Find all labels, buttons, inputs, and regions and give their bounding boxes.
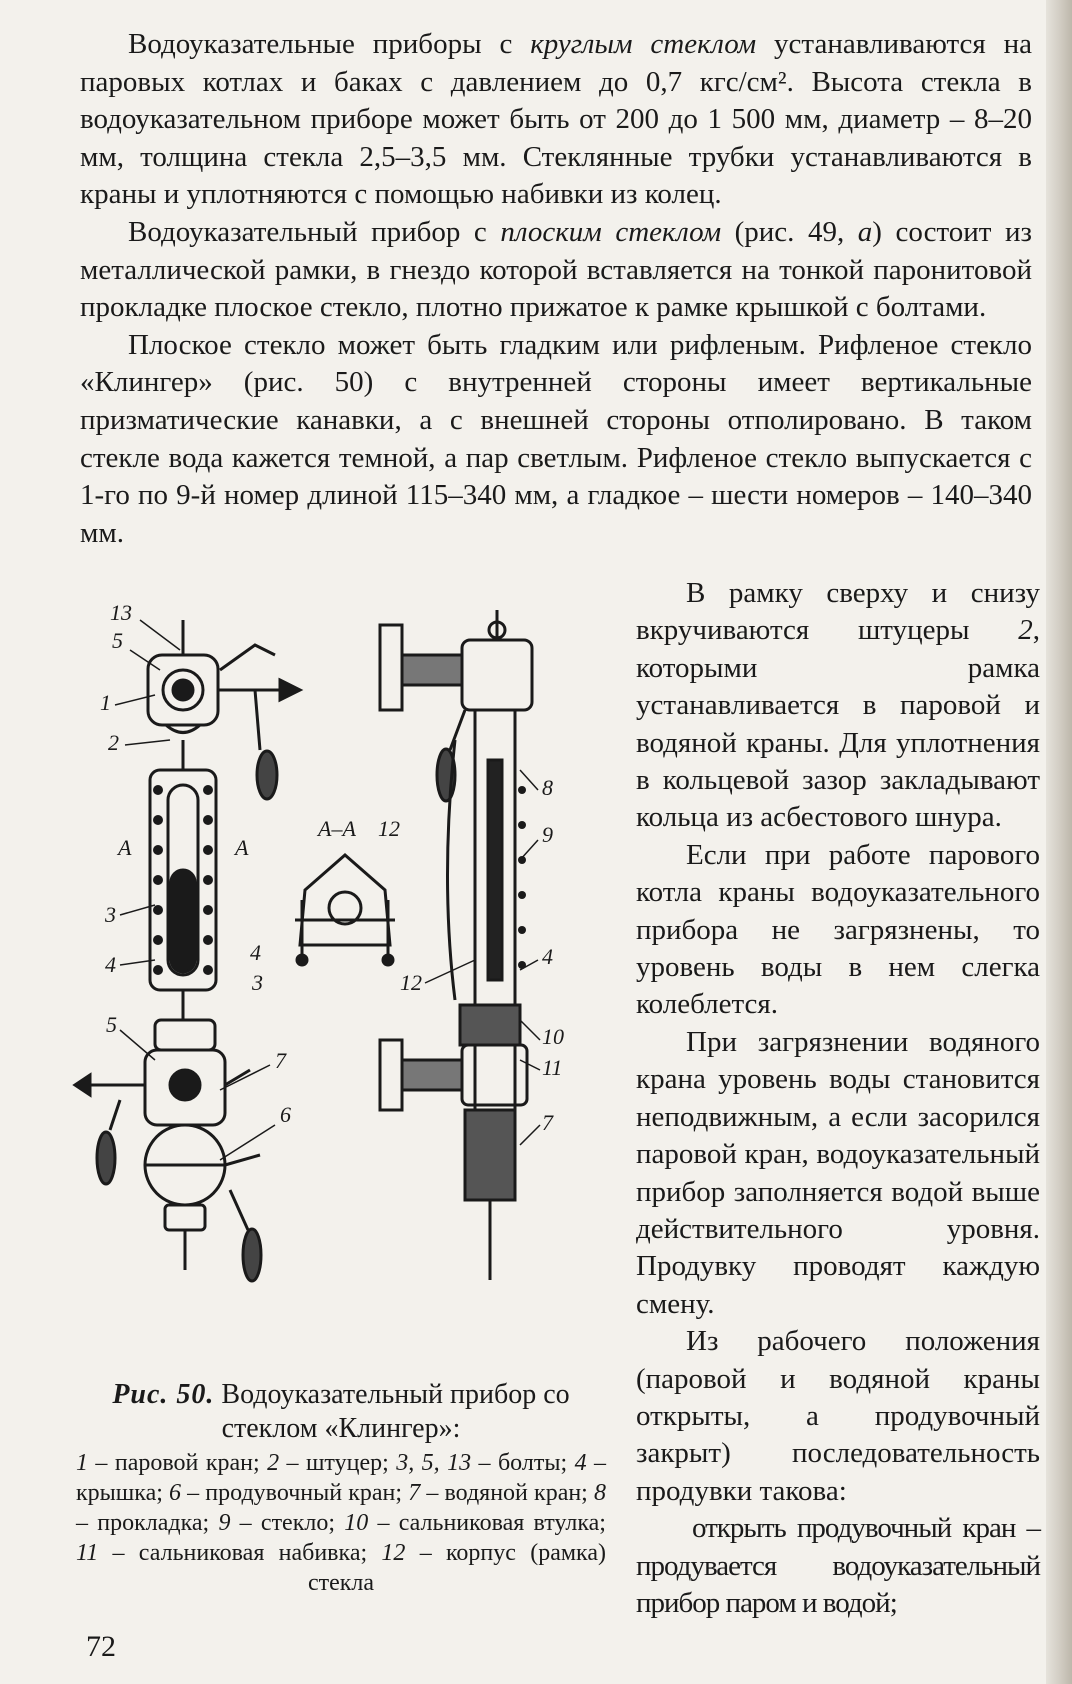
callout-4: 4 xyxy=(105,952,116,977)
gauge-front-view xyxy=(72,620,304,1283)
body-text-right-column: В рамку сверху и снизу вкручиваются штуц… xyxy=(636,575,1041,1622)
callout-section-12: 12 xyxy=(378,816,400,841)
callout-5-top: 5 xyxy=(112,628,123,653)
callout-12: 12 xyxy=(400,970,422,995)
paragraph-blowdown-sequence: Из рабочего положения (паровой и водяной… xyxy=(636,1325,1040,1507)
klinger-gauge-figure: 13 5 1 2 А А 3 4 5 7 6 А–А 12 4 3 8 9 4 … xyxy=(72,600,564,1283)
callout-13: 13 xyxy=(110,600,132,625)
callout-7-left: 7 xyxy=(275,1048,287,1073)
callout-2: 2 xyxy=(108,730,119,755)
paragraph-fittings: В рамку сверху и снизу вкручиваются штуц… xyxy=(636,577,1040,834)
callout-A-left: А xyxy=(116,835,132,860)
callout-10: 10 xyxy=(542,1024,564,1049)
callout-6: 6 xyxy=(280,1102,291,1127)
caption-legend: 1 – паровой кран; 2 – штуцер; 3, 5, 13 –… xyxy=(76,1450,606,1596)
paragraph-level-fluctuates: Если при работе парового котла краны вод… xyxy=(636,838,1040,1021)
gauge-side-section xyxy=(378,610,534,1280)
callout-A-right: А xyxy=(233,835,249,860)
callout-1: 1 xyxy=(100,690,111,715)
paragraph-contamination: При загрязнении водяного крана уровень в… xyxy=(636,1025,1040,1320)
callout-7-right: 7 xyxy=(542,1110,554,1135)
callout-8: 8 xyxy=(542,775,553,800)
callout-3: 3 xyxy=(104,902,116,927)
paragraph-klinger-glass: Плоское стекло может быть гладким или ри… xyxy=(80,328,1032,549)
caption-heading: Водоуказательный прибор со стеклом «Клин… xyxy=(221,1379,570,1444)
page-edge xyxy=(1046,0,1072,1684)
section-label: А–А xyxy=(316,816,356,841)
paragraph-blowdown-step: открыть продувочный кран – продувается в… xyxy=(636,1512,1041,1619)
caption-title: Рис. 50. Водоуказательный прибор со стек… xyxy=(76,1378,606,1446)
body-text-top: Водоуказательные приборы с круглым стекл… xyxy=(80,26,1032,552)
callout-section-4: 4 xyxy=(250,940,261,965)
callout-11: 11 xyxy=(542,1055,562,1080)
callout-9: 9 xyxy=(542,822,553,847)
page-number: 72 xyxy=(86,1630,116,1663)
paragraph-round-glass: Водоуказательные приборы с круглым стекл… xyxy=(80,28,1033,211)
figure-leader-lines xyxy=(114,619,541,1161)
figure-caption: Рис. 50. Водоуказательный прибор со стек… xyxy=(76,1378,606,1598)
callout-4-right: 4 xyxy=(542,944,553,969)
gauge-section-view xyxy=(295,853,395,967)
callout-5-bottom: 5 xyxy=(106,1012,117,1037)
paragraph-flat-glass: Водоуказательный прибор с плоским стекло… xyxy=(80,215,1032,324)
figure-number: Рис. 50. xyxy=(112,1379,215,1410)
figure-callout-labels: 13 5 1 2 А А 3 4 5 7 6 А–А 12 4 3 8 9 4 … xyxy=(100,600,564,1135)
callout-section-3: 3 xyxy=(251,970,263,995)
